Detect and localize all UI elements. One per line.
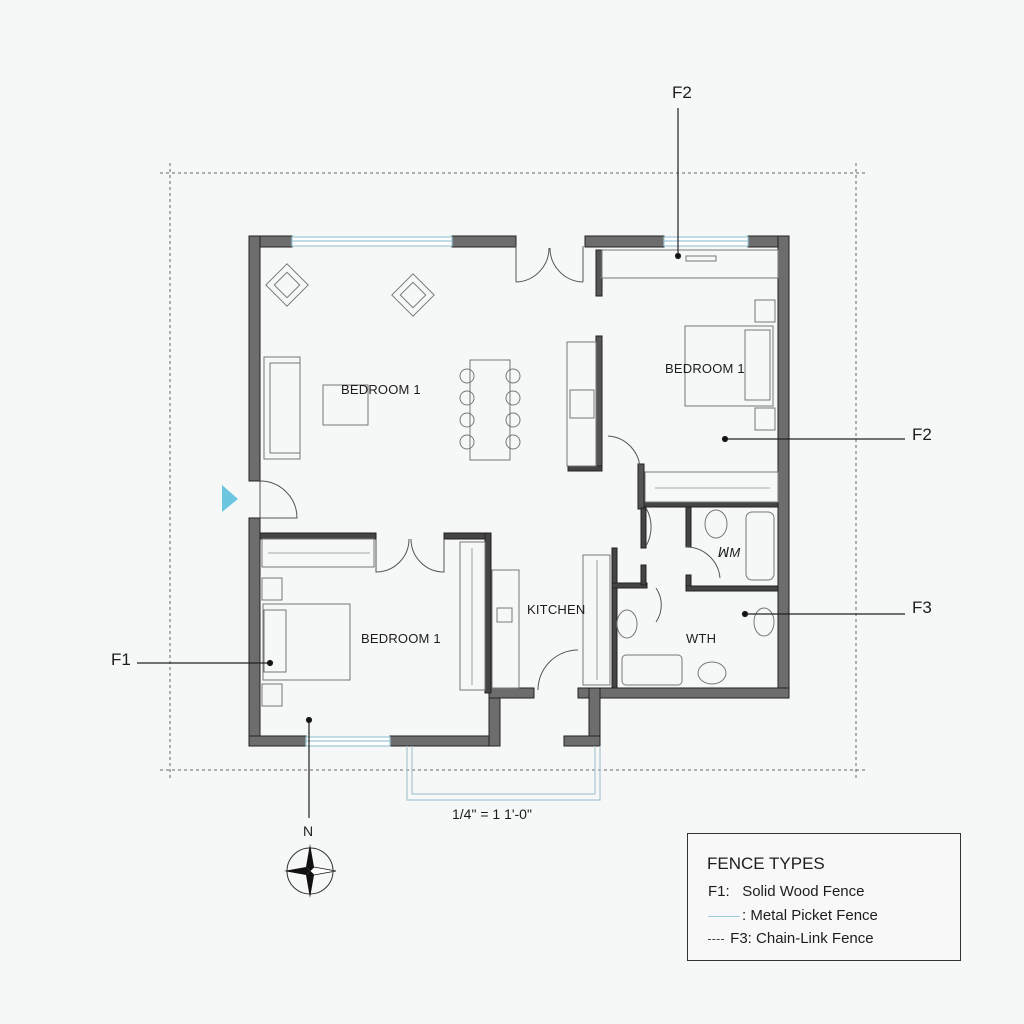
legend-item-f2: : Metal Picket Fence	[708, 907, 878, 924]
callout-leaders	[137, 108, 905, 818]
room-label-bedroom-east: BEDROOM 1	[665, 361, 745, 376]
callout-f3-right: F3	[912, 598, 932, 617]
callout-f2-top: F2	[672, 83, 692, 102]
walls	[248, 235, 790, 747]
north-compass-icon	[284, 844, 337, 898]
solid-line-swatch-icon	[708, 915, 740, 917]
callout-f1-left: F1	[111, 650, 131, 669]
legend-key: :	[742, 907, 747, 924]
legend-key: F3:	[730, 930, 752, 947]
room-label-bath: WTH	[686, 631, 717, 646]
legend-item-f1: F1: Solid Wood Fence	[708, 883, 865, 900]
north-label: N	[303, 823, 314, 839]
room-label-bedroom-south: BEDROOM 1	[361, 631, 441, 646]
room-label-kitchen: KITCHEN	[527, 602, 586, 617]
legend-label: Chain-Link Fence	[756, 930, 874, 947]
doors	[259, 246, 721, 691]
legend-label: Metal Picket Fence	[750, 907, 878, 924]
legend-item-f3: F3: Chain-Link Fence	[708, 930, 874, 947]
windows	[291, 236, 749, 747]
entry-marker-icon	[222, 485, 238, 512]
porch	[406, 746, 601, 801]
room-label-living: BEDROOM 1	[341, 382, 421, 397]
legend-label: Solid Wood Fence	[742, 883, 865, 900]
legend-title: FENCE TYPES	[707, 854, 825, 873]
property-boundary	[160, 163, 866, 780]
closet-hanging-marks	[268, 487, 770, 685]
legend-key: F1:	[708, 883, 730, 900]
scale-text: 1/4" = 1 1'-0"	[452, 806, 532, 822]
fence-types-legend: FENCE TYPES F1: Solid Wood Fence : Metal…	[687, 833, 961, 961]
callout-f2-right: F2	[912, 425, 932, 444]
dashed-line-swatch-icon	[708, 938, 724, 940]
room-label-wc: ꟽM	[718, 545, 741, 560]
furniture	[261, 249, 779, 707]
